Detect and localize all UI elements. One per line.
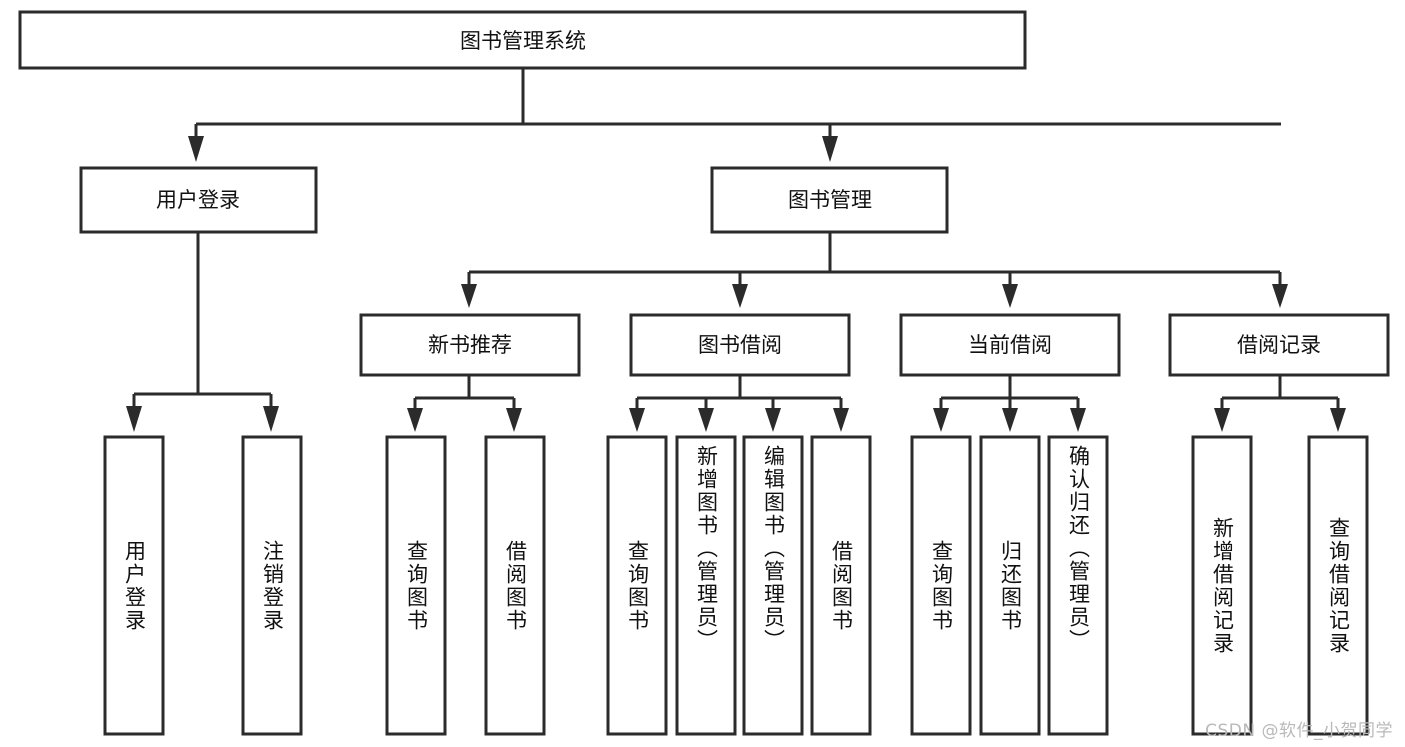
connector-currentborrow-to-leaves (933, 375, 1086, 432)
node-leaf-add-borrow-record[interactable] (1191, 435, 1253, 736)
node-leaf-return-book[interactable] (979, 435, 1041, 736)
node-leaf-query-book-current[interactable] (910, 435, 972, 736)
node-leaf-borrow-book[interactable] (810, 435, 872, 736)
node-current-borrow-label: 当前借阅 (968, 333, 1052, 357)
node-user-login[interactable]: 用户登录 (79, 166, 318, 234)
node-new-book-recommend[interactable]: 新书推荐 (359, 313, 581, 377)
node-current-borrow[interactable]: 当前借阅 (899, 313, 1121, 377)
connector-newbook-to-leaves (407, 375, 522, 432)
node-book-manage[interactable]: 图书管理 (710, 166, 949, 234)
node-book-borrow-label: 图书借阅 (698, 333, 782, 357)
node-leaf-borrow-book-rec[interactable] (484, 435, 546, 736)
connector-bookmanage-to-level3 (461, 232, 1288, 308)
node-user-login-label: 用户登录 (156, 188, 240, 212)
connector-userlogin-to-leaves (126, 232, 279, 432)
node-leaf-confirm-return-admin[interactable] (1047, 435, 1109, 736)
node-book-manage-label: 图书管理 (788, 188, 872, 212)
connector-bookborrow-to-leaves (629, 375, 849, 432)
node-leaf-logout-login[interactable] (241, 435, 303, 736)
node-leaf-add-book-admin[interactable] (675, 435, 737, 736)
connector-borrowrecord-to-leaves (1214, 375, 1346, 432)
node-leaf-query-borrow-record[interactable] (1307, 435, 1369, 736)
node-book-borrow[interactable]: 图书借阅 (629, 313, 851, 377)
watermark: CSDN @软件_小贺同学 (1205, 721, 1393, 741)
node-leaf-query-book-borrow[interactable] (606, 435, 668, 736)
connector-root-to-level2 (188, 68, 1281, 162)
node-root-label: 图书管理系统 (460, 29, 586, 53)
node-new-book-recommend-label: 新书推荐 (428, 333, 512, 357)
node-borrow-record[interactable]: 借阅记录 (1168, 313, 1390, 377)
node-leaf-user-login[interactable] (103, 435, 165, 736)
node-leaf-query-book-rec[interactable] (385, 435, 447, 736)
node-root[interactable]: 图书管理系统 (18, 10, 1027, 70)
node-leaf-edit-book-admin[interactable] (742, 435, 804, 736)
node-borrow-record-label: 借阅记录 (1237, 333, 1321, 357)
